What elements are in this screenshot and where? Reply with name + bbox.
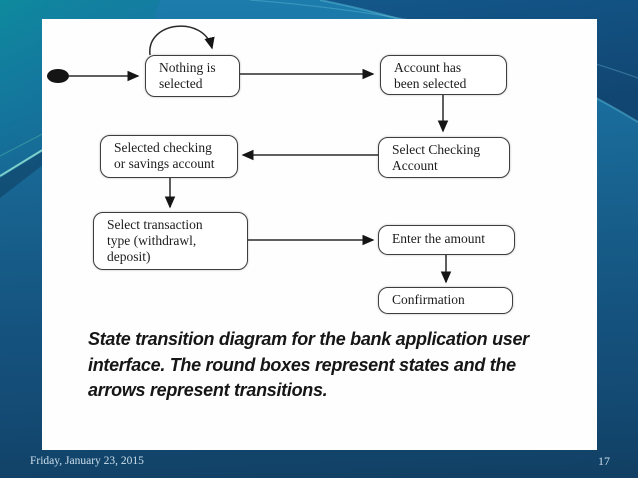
footer-date: Friday, January 23, 2015 bbox=[30, 455, 144, 467]
figure-caption: State transition diagram for the bank ap… bbox=[88, 327, 529, 404]
caption-line-1: State transition diagram for the bank ap… bbox=[88, 329, 529, 349]
state-account-selected: Account has been selected bbox=[380, 55, 507, 95]
slide-page-number: 17 bbox=[598, 454, 610, 468]
state-enter-amount: Enter the amount bbox=[378, 225, 515, 255]
transition-arrow-self-loop bbox=[149, 25, 215, 56]
state-select-transaction-type: Select transaction type (withdrawl, depo… bbox=[93, 212, 248, 270]
state-select-checking-account: Select Checking Account bbox=[378, 137, 510, 178]
state-selected-checking-savings: Selected checking or savings account bbox=[100, 135, 238, 178]
state-nothing-selected: Nothing is selected bbox=[145, 55, 240, 97]
slide-image-area: Nothing is selected Account has been sel… bbox=[42, 19, 597, 450]
initial-state-dot bbox=[47, 69, 69, 83]
state-confirmation: Confirmation bbox=[378, 287, 513, 314]
transition-arrows-layer bbox=[47, 25, 452, 284]
caption-line-3: arrows represent transitions. bbox=[88, 380, 328, 400]
caption-line-2: interface. The round boxes represent sta… bbox=[88, 354, 516, 375]
